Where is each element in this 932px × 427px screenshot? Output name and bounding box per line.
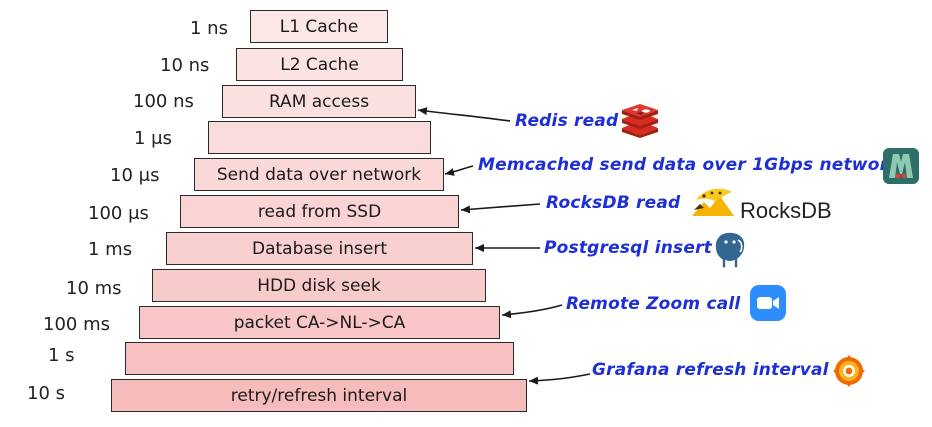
time-label: 10 ns <box>160 55 210 76</box>
grafana-icon <box>832 354 866 392</box>
arrow-memcached <box>444 165 474 176</box>
time-label: 100 μs <box>88 203 149 224</box>
redis-icon <box>620 104 660 142</box>
zoom-icon <box>750 285 786 325</box>
time-label: 1 s <box>48 345 75 366</box>
pyramid-level-1us <box>208 121 431 154</box>
arrow-rocksdb <box>460 203 541 214</box>
pyramid-level-l1-cache: L1 Cache <box>250 10 388 43</box>
pyramid-level-ssd-read: read from SSD <box>180 195 459 228</box>
time-label: 1 ns <box>190 18 228 39</box>
time-label: 10 s <box>27 383 66 404</box>
pyramid-level-1s <box>125 342 514 375</box>
time-label: 1 μs <box>134 128 173 149</box>
annotation-remote-zoom-call: Remote Zoom call <box>566 294 741 314</box>
annotation-grafana-refresh: Grafana refresh interval <box>592 360 829 380</box>
rocksdb-icon <box>690 186 736 222</box>
postgresql-icon <box>712 230 748 274</box>
pyramid-level-l2-cache: L2 Cache <box>236 48 403 81</box>
pyramid-level-network-send: Send data over network <box>194 158 444 191</box>
pyramid-level-packet-trip: packet CA->NL->CA <box>139 306 500 339</box>
time-label: 100 ns <box>133 91 194 112</box>
annotation-postgresql-insert: Postgresql insert <box>544 238 712 258</box>
pyramid-level-retry: retry/refresh interval <box>111 379 527 412</box>
arrow-zoom <box>501 304 563 319</box>
time-label: 10 ms <box>66 278 122 299</box>
annotation-rocksdb-read: RocksDB read <box>546 193 681 213</box>
time-label: 100 ms <box>43 314 110 335</box>
arrow-redis <box>417 107 511 122</box>
annotation-redis-read: Redis read <box>515 111 619 131</box>
rocksdb-wordmark: RocksDB <box>740 198 832 223</box>
pyramid-level-ram-access: RAM access <box>222 85 416 118</box>
time-label: 10 μs <box>110 165 160 186</box>
pyramid-level-hdd-seek: HDD disk seek <box>152 269 486 302</box>
memcached-icon <box>883 148 919 188</box>
arrow-grafana <box>528 373 591 385</box>
pyramid-level-db-insert: Database insert <box>166 232 473 265</box>
time-label: 1 ms <box>88 239 133 260</box>
annotation-memcached-send: Memcached send data over 1Gbps network <box>478 155 900 175</box>
